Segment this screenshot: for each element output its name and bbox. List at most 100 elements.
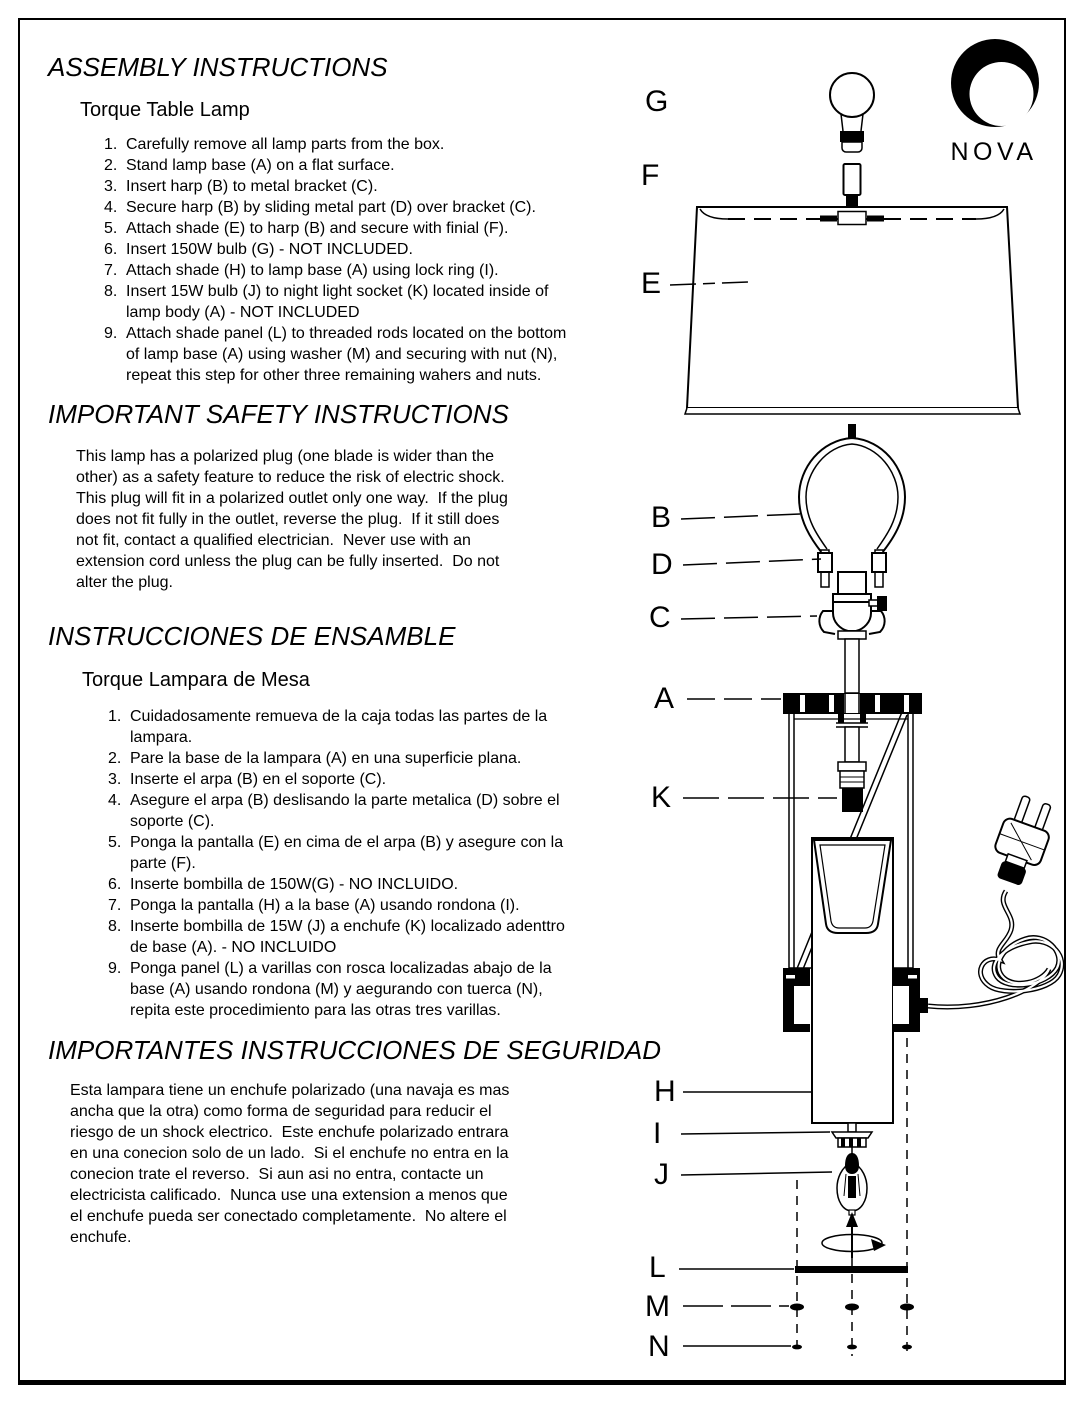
text-line: Cuidadosamente remueva de la caja todas … (130, 708, 548, 725)
step-number: 8. (104, 283, 118, 300)
part-label-d: D (651, 548, 673, 581)
part-label-m: M (645, 1290, 670, 1323)
text-line: This plug will fit in a polarized outlet… (76, 490, 508, 507)
step-number: 8. (108, 918, 122, 935)
text-line: electricista calificado. Nunca use una e… (70, 1187, 508, 1204)
step-text: Ponga panel (L) a varillas con rosca loc… (130, 958, 552, 1021)
text-line: repita este procedimiento para las otras… (130, 1002, 501, 1019)
part-label-l: L (649, 1251, 666, 1284)
step-text: Asegure el arpa (B) deslisando la parte … (130, 790, 560, 832)
text-line: extension cord unless the plug can be fu… (76, 553, 500, 570)
text-line: Inserte bombilla de 15W (J) a enchufe (K… (130, 918, 565, 935)
assembly-step: 5.Attach shade (E) to harp (B) and secur… (104, 218, 566, 239)
text-line: Carefully remove all lamp parts from the… (126, 136, 445, 153)
step-text: Ponga la pantalla (E) en cima de el arpa… (130, 832, 563, 874)
step-number: 7. (104, 262, 118, 279)
text-line: Ponga la pantalla (E) en cima de el arpa… (130, 834, 564, 851)
text-line: Insert 15W bulb (J) to night light socke… (126, 283, 549, 300)
body-feet-drawing (783, 968, 928, 1032)
part-label-e: E (641, 267, 662, 300)
assembly-steps-en: 1. Carefully remove all lamp parts from t… (104, 134, 566, 386)
assembly-step: 7. Attach shade (H) to lamp base (A) usin… (104, 260, 566, 281)
part-label-c: C (649, 601, 671, 634)
product-name-es: Torque Lampara de Mesa (82, 669, 310, 691)
step-number: 1. (104, 136, 118, 153)
finial-drawing (842, 163, 862, 196)
assembly-step: 4. Asegure el arpa (B) deslisando la part… (108, 790, 565, 832)
step-text: Inserte el arpa (B) en el soporte (C). (130, 769, 386, 790)
step-number: 4. (108, 792, 122, 809)
text-line: other) as a safety feature to reduce the… (76, 469, 505, 486)
text-line: Inserte el arpa (B) en el soporte (C). (130, 771, 387, 788)
step-text: Inserte bombilla de 15W (J) a enchufe (K… (130, 916, 565, 958)
text-line: enchufe. (70, 1229, 132, 1246)
step-number: 2. (104, 157, 118, 174)
night-light-socket-drawing (836, 714, 868, 812)
assembly-step: 6.Inserte bombilla de 150W(G) - NO INCLU… (108, 874, 565, 895)
step-text: Insert 15W bulb (J) to night light socke… (126, 281, 548, 323)
metal-sleeves-drawing (817, 552, 887, 573)
text-line: Attach shade panel (L) to threaded rods … (126, 325, 567, 342)
step-number: 1. (108, 708, 122, 725)
step-text: Pare la base de la lampara (A) en una su… (130, 748, 521, 769)
text-line: Esta lampara tiene un enchufe polarizado… (70, 1082, 510, 1099)
step-text: Stand lamp base (A) on a flat surface. (126, 155, 395, 176)
text-line: en una conecion solo de un lado. Si el e… (70, 1145, 509, 1162)
lock-ring-drawing (830, 1122, 874, 1148)
part-label-k: K (651, 781, 672, 814)
step-number: 4. (104, 199, 118, 216)
leader-lines (669, 281, 837, 1347)
step-number: 5. (104, 220, 118, 237)
assembly-instructions-title-es: INSTRUCCIONES DE ENSAMBLE (48, 621, 456, 651)
step-number: 9. (108, 960, 122, 977)
text-line: not fit, contact a qualified electrician… (76, 532, 471, 549)
shade-drawing (683, 196, 1022, 415)
page-border (18, 18, 1066, 1385)
assembly-step: 1. Carefully remove all lamp parts from t… (104, 134, 566, 155)
nova-logo-mark (951, 39, 1039, 127)
text-line: base (A) usando rondona (M) y aegurando … (130, 981, 543, 998)
step-number: 3. (104, 178, 118, 195)
step-text: Ponga la pantalla (H) a la base (A) usan… (130, 895, 520, 916)
text-line: Insert 150W bulb (G) - NOT INCLUDED. (126, 241, 413, 258)
assembly-instructions-title: ASSEMBLY INSTRUCTIONS (48, 52, 388, 82)
text-line: Pare la base de la lampara (A) en una su… (130, 750, 522, 767)
step-number: 2. (108, 750, 122, 767)
step-text: Attach shade (H) to lamp base (A) using … (126, 260, 499, 281)
assembly-step: 3. Insert harp (B) to metal bracket (C). (104, 176, 566, 197)
part-label-g: G (645, 85, 669, 118)
assembly-step: 6.Insert 150W bulb (G) - NOT INCLUDED. (104, 239, 566, 260)
text-line: repeat this step for other three remaini… (126, 367, 542, 384)
assembly-step: 9.Attach shade panel (L) to threaded rod… (104, 323, 566, 386)
safety-instructions-title-en: IMPORTANT SAFETY INSTRUCTIONS (48, 399, 509, 429)
assembly-step: 5.Ponga la pantalla (E) en cima de el ar… (108, 832, 565, 874)
text-line: of lamp base (A) using washer (M) and se… (126, 346, 558, 363)
assembly-step: 2. Stand lamp base (A) on a flat surface. (104, 155, 566, 176)
rotation-arrow (821, 1212, 886, 1258)
assembly-step: 1. Cuidadosamente remueva de la caja toda… (108, 706, 565, 748)
text-line: does not fit fully in the outlet, revers… (76, 511, 500, 528)
text-line: Secure harp (B) by sliding metal part (D… (126, 199, 536, 216)
step-text: Attach shade panel (L) to threaded rods … (126, 323, 566, 386)
step-text: Secure harp (B) by sliding metal part (D… (126, 197, 536, 218)
text-line: parte (F). (130, 855, 196, 872)
step-text: Insert harp (B) to metal bracket (C). (126, 176, 378, 197)
text-line: Attach shade (H) to lamp base (A) using … (126, 262, 499, 279)
assembly-step: 4. Secure harp (B) by sliding metal part … (104, 197, 566, 218)
safety-paragraph-en: This lamp has a polarized plug (one blad… (76, 446, 508, 593)
part-label-h: H (654, 1075, 676, 1108)
text-line: de base (A). - NO INCLUIDO (130, 939, 337, 956)
part-label-f: F (641, 159, 660, 192)
text-line: Stand lamp base (A) on a flat surface. (126, 157, 395, 174)
safety-paragraph-es: Esta lampara tiene un enchufe polarizado… (70, 1080, 509, 1248)
text-line: This lamp has a polarized plug (one blad… (76, 448, 495, 465)
step-number: 7. (108, 897, 122, 914)
text-line: soporte (C). (130, 813, 215, 830)
text-line: Insert harp (B) to metal bracket (C). (126, 178, 378, 195)
safety-instructions-title-es: IMPORTANTES INSTRUCCIONES DE SEGURIDAD (48, 1035, 661, 1065)
step-number: 6. (108, 876, 122, 893)
assembly-step: 3.Inserte el arpa (B) en el soporte (C). (108, 769, 565, 790)
assembly-step: 8. Insert 15W bulb (J) to night light soc… (104, 281, 566, 323)
part-label-i: I (653, 1117, 662, 1150)
